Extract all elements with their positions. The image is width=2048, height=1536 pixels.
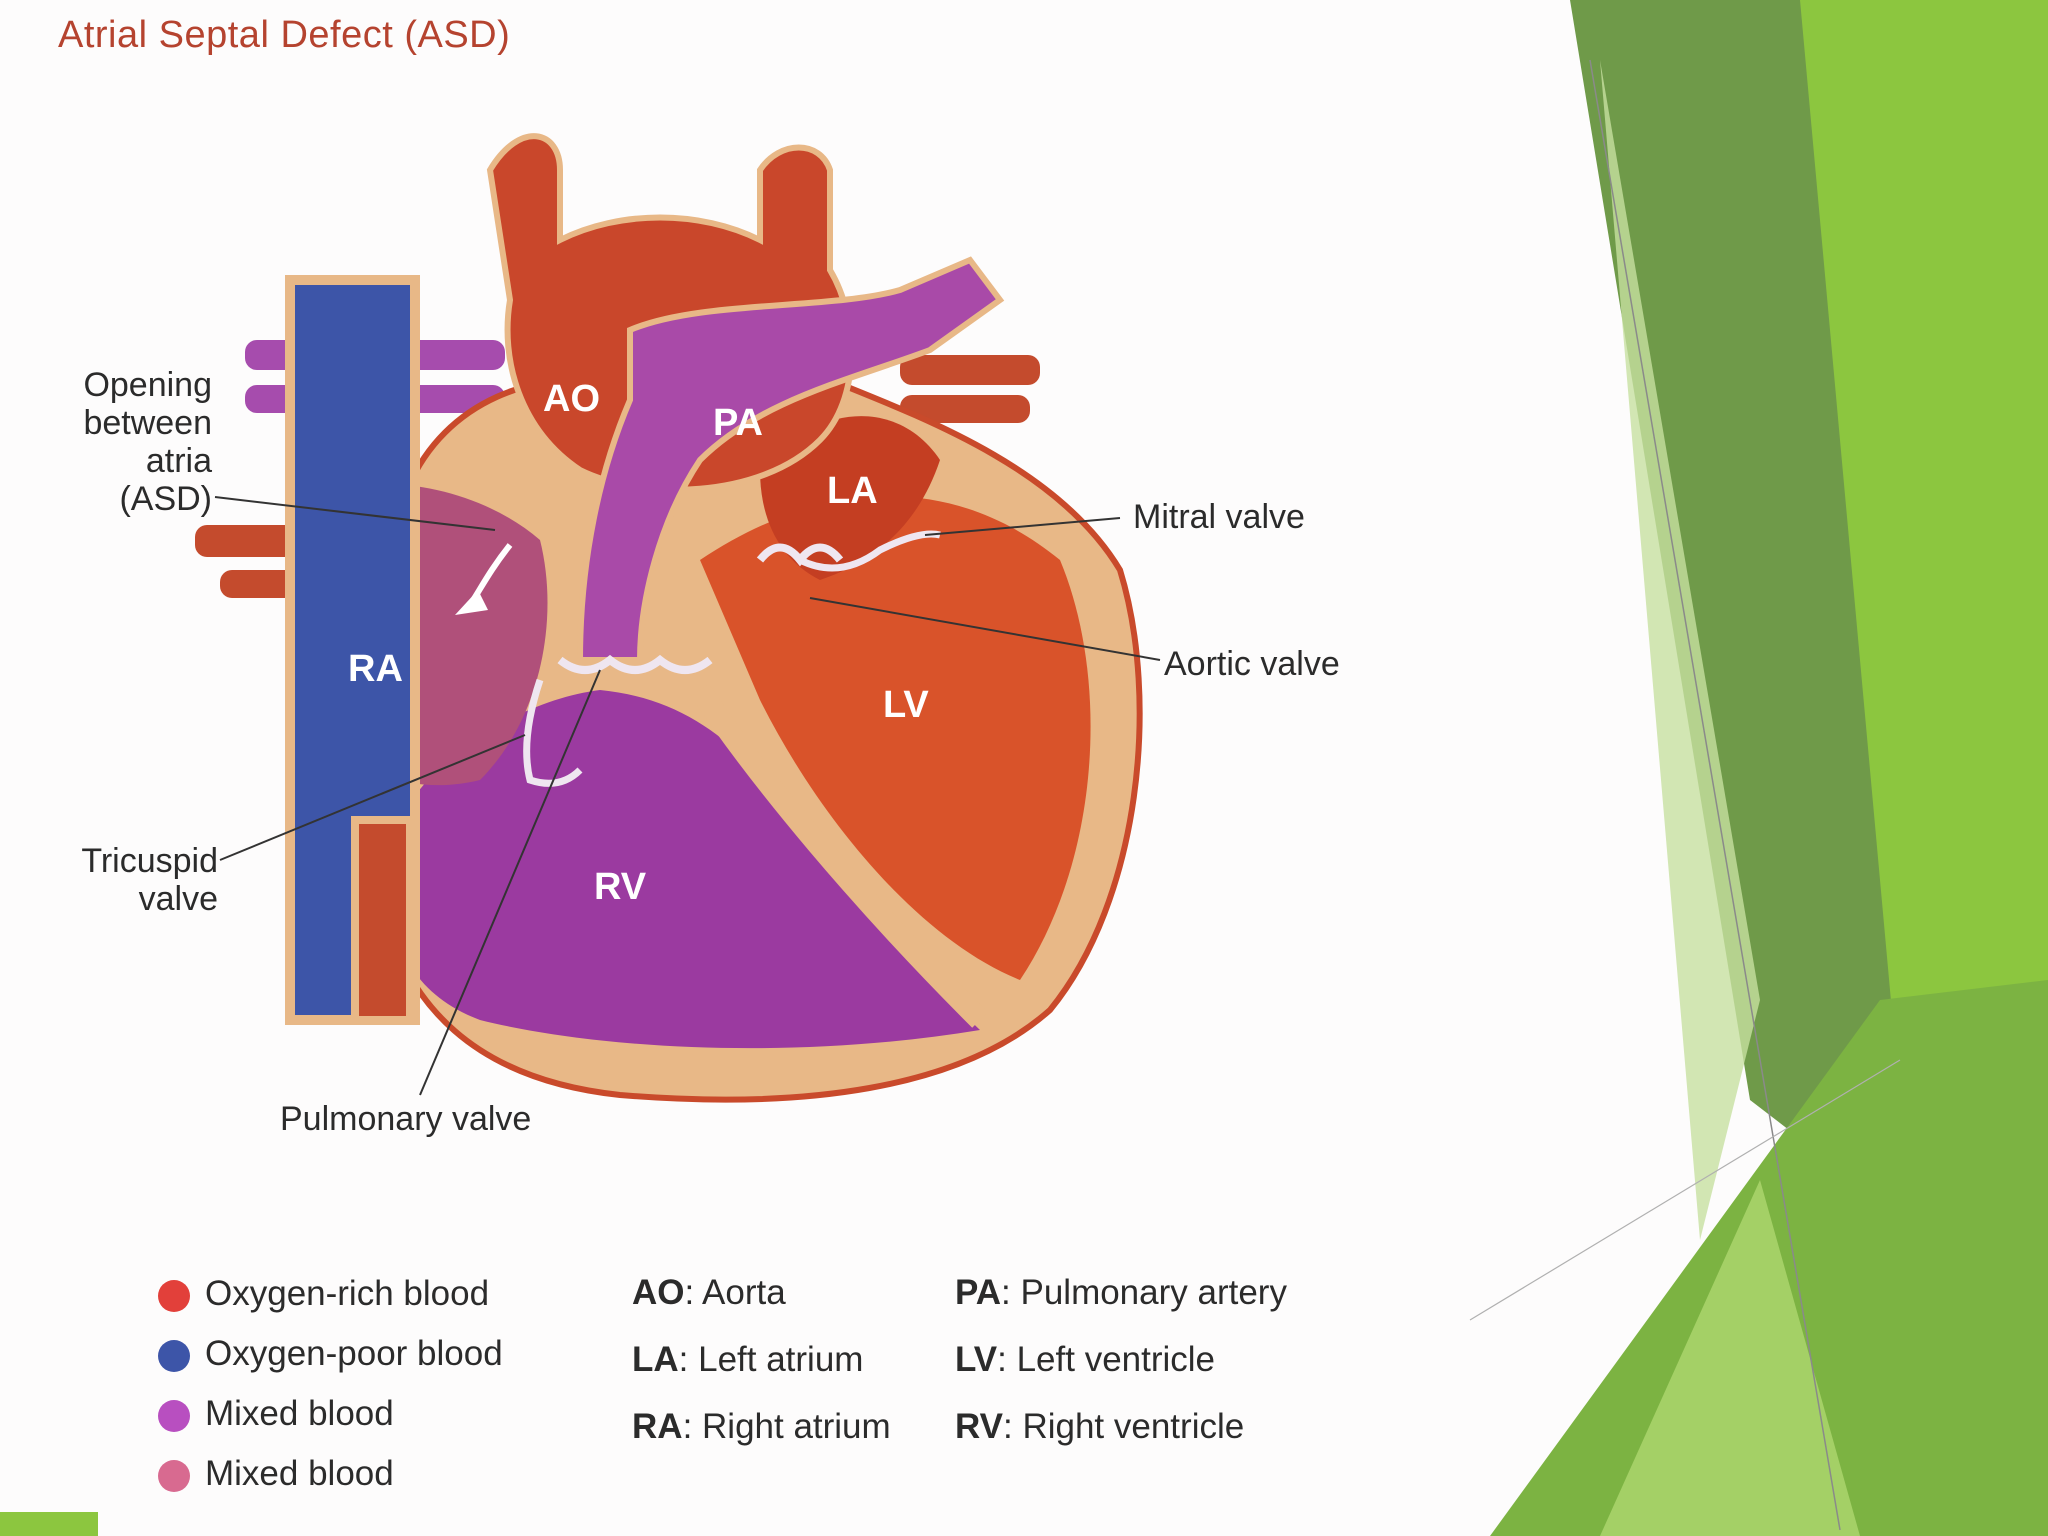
la-chamber (760, 416, 940, 580)
leader-pulmonary (419, 669, 601, 1096)
slide-title: Atrial Septal Defect (ASD) (58, 14, 511, 56)
decor-line (1469, 1059, 1901, 1321)
legend-dot-mixed-pink (158, 1460, 190, 1492)
corner-tab (0, 1512, 98, 1536)
abbr-pa: PA: Pulmonary artery (955, 1273, 1287, 1312)
chamber-label-lv: LV (883, 684, 929, 726)
legend-label: Oxygen-poor blood (205, 1334, 503, 1373)
label-aortic-valve: Aortic valve (1164, 645, 1340, 683)
label-asd-line: (ASD) (119, 480, 212, 518)
tricuspid-valve-shape (523, 678, 583, 787)
abbr-rv: RV: Right ventricle (955, 1407, 1245, 1446)
leader-tricuspid (219, 734, 526, 861)
label-pulmonary-valve: Pulmonary valve (280, 1100, 532, 1138)
chamber-label-la: LA (827, 470, 878, 512)
abbr-ao: AO: Aorta (632, 1273, 786, 1312)
inferior-vessel (351, 816, 414, 1024)
abbr-ra: RA: Right atrium (632, 1407, 891, 1446)
leader-mitral (924, 517, 1121, 536)
label-tricuspid-line: valve (138, 880, 218, 918)
vessel-right-red-2 (900, 395, 1030, 423)
septum (690, 683, 988, 1028)
label-mitral-valve: Mitral valve (1133, 498, 1305, 536)
legend-dot-oxygen-rich (158, 1280, 190, 1312)
leader-aortic (809, 597, 1161, 661)
decor-line (1589, 59, 1841, 1531)
label-tricuspid-valve: Tricuspid valve (40, 842, 218, 918)
legend-label: Mixed blood (205, 1454, 394, 1493)
green-panel-lower-light (1600, 1180, 1860, 1536)
chamber-label-ao: AO (543, 378, 600, 420)
chamber-label-ra: RA (348, 648, 403, 690)
asd-flow-arrowhead (455, 590, 488, 615)
legend-dot-oxygen-poor (158, 1340, 190, 1372)
pulmonary-valve-shape (557, 654, 713, 674)
label-asd-line: between (83, 404, 212, 442)
legend-label: Mixed blood (205, 1394, 394, 1433)
abbr-lv: LV: Left ventricle (955, 1340, 1216, 1379)
chamber-label-rv: RV (594, 866, 647, 908)
legend-label: Oxygen-rich blood (205, 1274, 490, 1313)
legend-dot-mixed-purple (158, 1400, 190, 1432)
label-asd-line: Opening (83, 366, 212, 404)
pulmonary-artery (576, 256, 1005, 663)
label-asd-opening: Opening between atria (ASD) (40, 366, 212, 518)
abbr-la: LA: Left atrium (632, 1340, 864, 1379)
lv-chamber (700, 496, 1091, 980)
leader-asd (214, 496, 496, 531)
chamber-label-pa: PA (713, 402, 763, 444)
vessel-left-red (195, 525, 305, 557)
label-tricuspid-line: Tricuspid (81, 842, 218, 880)
vessel-right-red (900, 355, 1040, 385)
label-asd-line: atria (145, 442, 212, 480)
